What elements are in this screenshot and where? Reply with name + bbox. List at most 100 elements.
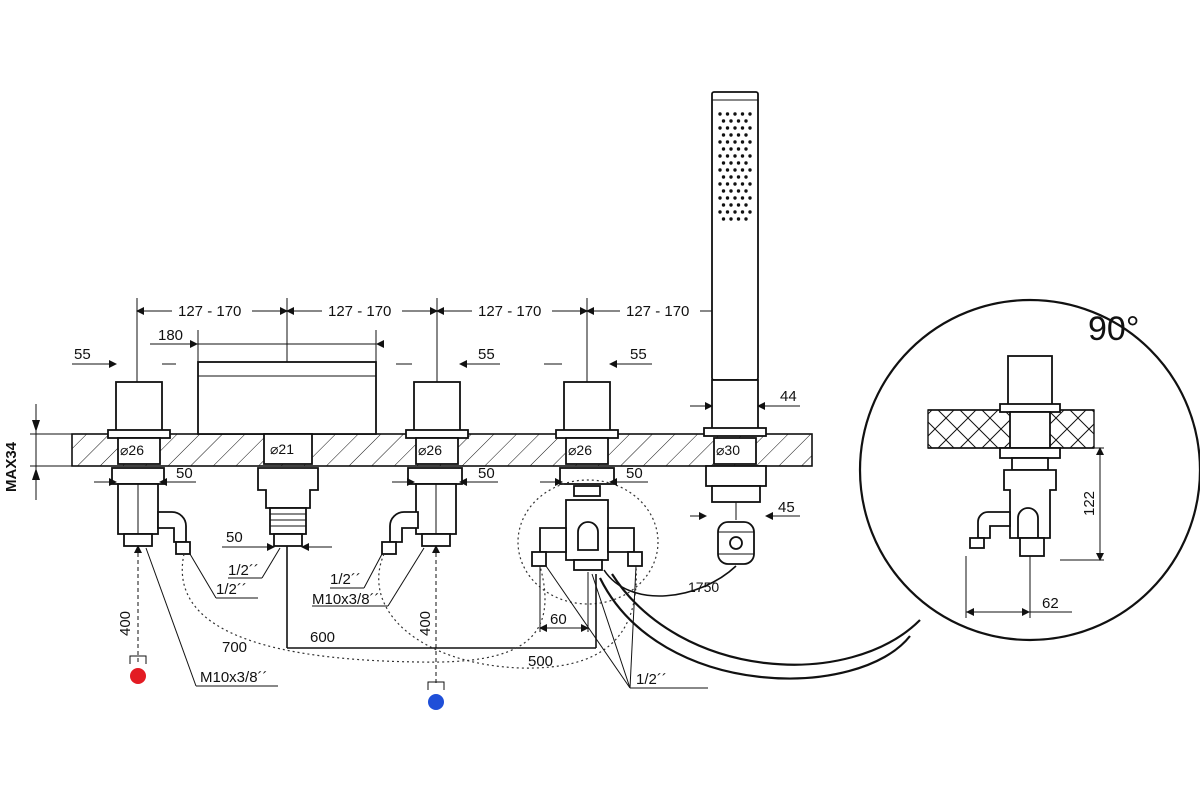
pipe-600-label: 600 [310, 629, 335, 646]
spout-thread-label: 1/2´´ [228, 562, 259, 579]
shower-nozzle [748, 112, 752, 116]
shower-nozzle [721, 119, 726, 123]
shower-nozzle [725, 112, 730, 116]
shower-nozzle [748, 154, 752, 158]
shower-nozzle [721, 133, 726, 137]
shower-nozzle [721, 175, 726, 179]
spacing-label-2: 127 - 170 [328, 303, 391, 320]
rotation-angle-label: 90° [1088, 310, 1139, 348]
handle-width-label-2: 55 [478, 346, 495, 363]
handle-width-label-1: 55 [74, 346, 91, 363]
shower-nozzle [740, 210, 745, 214]
cold-supply-length-label: 400 [417, 611, 434, 636]
shower-nozzle [736, 175, 741, 179]
diverter-thread-label: 1/2´´ [636, 671, 667, 688]
cold-valve: ⌀26 [381, 381, 469, 555]
hot-valve: ⌀26 [107, 381, 191, 555]
shower-nozzle [733, 154, 737, 158]
shower-nozzle [729, 217, 733, 221]
spacing-dimensions: 127 - 170 127 - 170 127 - 170 127 - 170 [136, 298, 736, 440]
spout-diameter-label: ⌀21 [270, 441, 294, 457]
shower-nozzle [740, 168, 745, 172]
pipe-700-label: 700 [222, 639, 247, 656]
detail-view: 90° 122 62 [599, 298, 1200, 680]
shower-nozzle [718, 168, 722, 172]
shower-nozzle [725, 154, 730, 158]
shower-nozzle [733, 112, 737, 116]
cold-valve-diameter-label: ⌀26 [418, 442, 442, 458]
pipe-500-label: 500 [528, 653, 553, 670]
shower-nozzle [736, 133, 741, 137]
shower-nozzle [740, 196, 745, 200]
shower-holder-width-label: 44 [780, 388, 797, 405]
shower-holder-diameter-label: ⌀30 [716, 442, 740, 458]
spacing-label-3: 127 - 170 [478, 303, 541, 320]
handle-width-dimensions: 55 55 55 [72, 346, 652, 368]
shower-nozzle [748, 126, 752, 130]
shower-nozzle [729, 189, 733, 193]
shower-nozzle [740, 154, 745, 158]
shower-nozzle [740, 112, 745, 116]
spout-offset-label: 50 [226, 529, 243, 546]
shower-nozzle [729, 133, 733, 137]
diverter-offset-dimension: 50 [540, 465, 648, 486]
shower-base-dimension: 45 [690, 499, 800, 520]
cold-water-marker [428, 694, 444, 710]
spout-width-label: 180 [158, 327, 183, 344]
shower-nozzle [740, 182, 745, 186]
detail-width-label: 62 [1042, 595, 1059, 612]
hot-valve-thread-label: M10x3/8´´ [200, 669, 268, 686]
diverter-width-label: 60 [550, 611, 567, 628]
shower-nozzle [748, 140, 752, 144]
shower-nozzle [725, 210, 730, 214]
shower-nozzle [733, 140, 737, 144]
spacing-label-1: 127 - 170 [178, 303, 241, 320]
shower-nozzle [729, 175, 733, 179]
shower-nozzle [718, 182, 722, 186]
shower-nozzle [744, 203, 748, 207]
shower-nozzle [736, 161, 741, 165]
shower-nozzle [736, 147, 741, 151]
max-deck-dimension: MAX34 [3, 404, 72, 500]
shower-nozzle [748, 168, 752, 172]
shower-nozzle [729, 119, 733, 123]
spacing-label-4: 127 - 170 [626, 303, 689, 320]
diverter-width-dimension: 60 [539, 566, 589, 632]
shower-nozzle [733, 196, 737, 200]
shower-nozzle [725, 196, 730, 200]
shower-hose-length-label: 1750 [688, 579, 719, 595]
shower-nozzle [721, 161, 726, 165]
diverter-valve: ⌀26 [517, 381, 659, 605]
shower-nozzle [729, 203, 733, 207]
shower-nozzles [718, 112, 752, 221]
hot-valve-diameter-label: ⌀26 [120, 442, 144, 458]
hot-water-marker [130, 668, 146, 684]
cold-valve-thread-label: M10x3/8´´ [312, 591, 380, 608]
spout-offset-dimension: 50 [222, 529, 332, 551]
diverter-offset-label: 50 [626, 465, 643, 482]
shower-nozzle [744, 217, 748, 221]
shower-nozzle [733, 168, 737, 172]
shower-base-label: 45 [778, 499, 795, 516]
shower-nozzle [729, 161, 733, 165]
shower-nozzle [744, 189, 748, 193]
shower-nozzle [736, 189, 741, 193]
shower-nozzle [721, 203, 726, 207]
shower-nozzle [736, 217, 741, 221]
shower-nozzle [718, 126, 722, 130]
cold-valve-offset-dimension: 50 [392, 465, 498, 486]
shower-nozzle [725, 168, 730, 172]
shower-nozzle [748, 196, 752, 200]
shower-nozzle [733, 126, 737, 130]
handle-width-label-3: 55 [630, 346, 647, 363]
shower-nozzle [744, 175, 748, 179]
shower-nozzle [748, 182, 752, 186]
shower-holder-dimension: 44 [690, 388, 800, 410]
shower-nozzle [721, 147, 726, 151]
shower-nozzle [736, 119, 741, 123]
shower-nozzle [748, 210, 752, 214]
spout-width-dimension: 180 [150, 327, 384, 362]
shower-nozzle [718, 210, 722, 214]
spout: ⌀21 [197, 361, 377, 547]
